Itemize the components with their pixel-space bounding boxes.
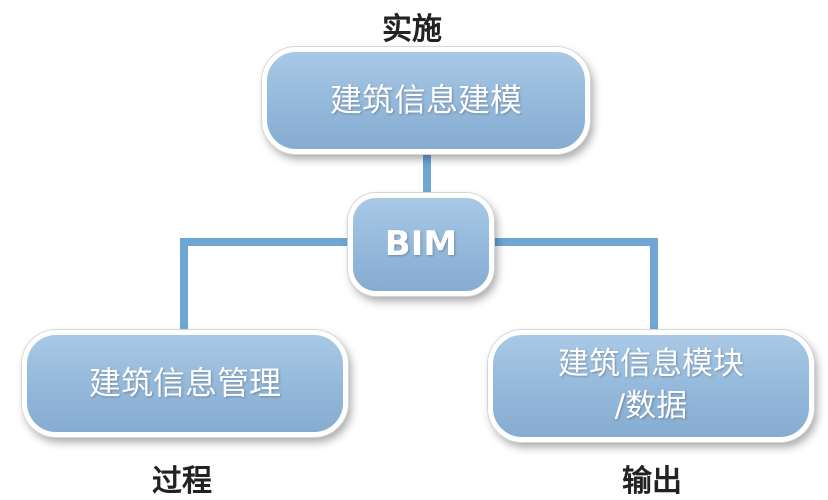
caption-process: 过程 (152, 464, 212, 499)
node-label-group: 建筑信息模块 /数据 (558, 344, 744, 428)
node-label: BIM (384, 223, 458, 264)
node-label-line1: 建筑信息模块 (558, 346, 744, 383)
connector-top (423, 150, 431, 200)
caption-implementation: 实施 (382, 12, 442, 47)
node-building-information-modeling: 建筑信息建模 (262, 47, 590, 154)
node-label-line2: /数据 (614, 388, 688, 424)
connector-left-horizontal (180, 238, 356, 246)
connector-right-horizontal (490, 238, 658, 246)
node-bim: BIM (348, 193, 494, 296)
node-building-information-model-data: 建筑信息模块 /数据 (488, 330, 814, 442)
caption-output: 输出 (622, 464, 682, 499)
node-label: 建筑信息管理 (88, 363, 281, 402)
connector-left-vertical (180, 238, 188, 336)
connector-right-vertical (650, 238, 658, 336)
node-label: 建筑信息建模 (329, 80, 522, 119)
node-building-information-management: 建筑信息管理 (22, 330, 348, 437)
